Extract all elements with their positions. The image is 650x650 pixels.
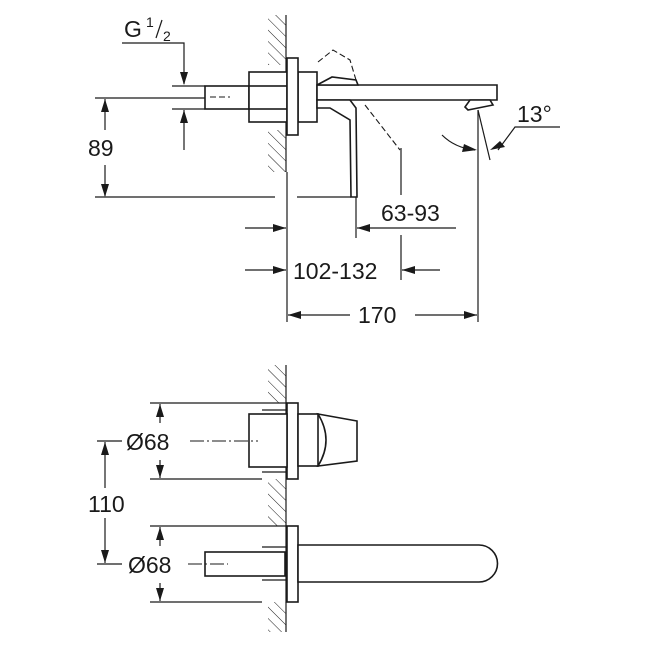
- upper-body: [248, 413, 288, 468]
- lever-open-position: [317, 49, 357, 81]
- lever-base: [297, 413, 319, 467]
- front-view: Ø68 110 Ø68: [88, 365, 499, 632]
- spacing-dimension: 110: [88, 440, 125, 565]
- thread-dimension: G 1 2: [122, 14, 205, 150]
- wall-flange: [286, 57, 299, 136]
- lever-dim-label: 63-93: [381, 200, 440, 226]
- spacing-label: 110: [88, 491, 125, 517]
- spout-dim-label: 170: [358, 302, 396, 328]
- fraction-slash: [155, 19, 163, 39]
- lower-flange: [286, 525, 299, 603]
- wall-section: [268, 15, 287, 172]
- lower-diameter-label: Ø68: [128, 552, 171, 578]
- lower-diameter-dimension: Ø68: [128, 525, 287, 603]
- lever-handle: [316, 99, 358, 198]
- height-dimension: 89: [88, 97, 351, 198]
- angle-label: 13°: [517, 101, 552, 127]
- angle-dimension: 13°: [441, 101, 560, 161]
- body-sleeve: [297, 71, 318, 123]
- wall-section-front: [268, 365, 287, 632]
- height-label: 89: [88, 135, 114, 161]
- aerator: [463, 99, 495, 111]
- upper-diameter-dimension: Ø68: [126, 402, 287, 480]
- thread-numerator: 1: [146, 14, 154, 30]
- projection-dimension: 102-132: [245, 235, 440, 284]
- spout: [316, 84, 498, 101]
- thread-denominator: 2: [163, 28, 171, 44]
- lever-front: [316, 412, 358, 468]
- lever-top: [316, 76, 360, 86]
- thread-letter: G: [124, 16, 142, 42]
- side-view: G 1 2 89 63: [88, 14, 560, 328]
- projection-label: 102-132: [293, 258, 377, 284]
- spout-dimension: 170: [286, 110, 479, 328]
- lever-dimension: 63-93: [245, 197, 456, 238]
- upper-diameter-label: Ø68: [126, 429, 169, 455]
- spout-front: [297, 544, 499, 583]
- upper-flange: [286, 402, 299, 480]
